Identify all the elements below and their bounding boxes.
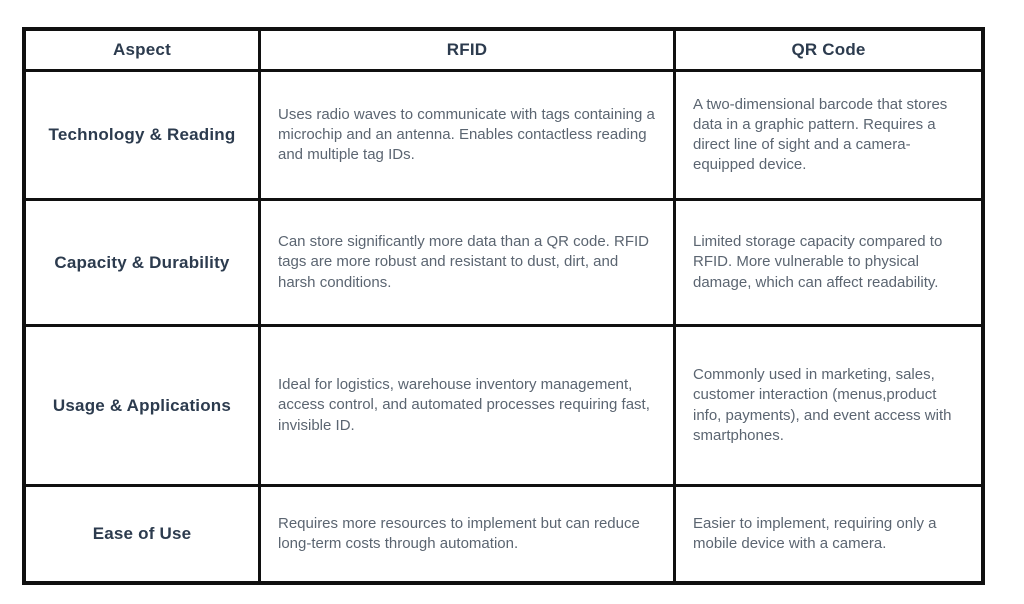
column-header-aspect: Aspect — [26, 31, 258, 69]
cell-qr-usage-applications: Commonly used in marketing, sales, custo… — [676, 327, 981, 484]
cell-qr-capacity-durability: Limited storage capacity compared to RFI… — [676, 201, 981, 324]
cell-qr-technology-reading: A two-dimensional barcode that stores da… — [676, 72, 981, 198]
row-label-capacity-durability: Capacity & Durability — [26, 201, 258, 324]
row-label-ease-of-use: Ease of Use — [26, 487, 258, 581]
rfid-vs-qr-table: Aspect RFID QR Code Technology & Reading… — [22, 27, 985, 585]
row-label-usage-applications: Usage & Applications — [26, 327, 258, 484]
cell-rfid-capacity-durability: Can store significantly more data than a… — [261, 201, 673, 324]
cell-qr-ease-of-use: Easier to implement, requiring only a mo… — [676, 487, 981, 581]
cell-rfid-ease-of-use: Requires more resources to implement but… — [261, 487, 673, 581]
column-header-rfid: RFID — [261, 31, 673, 69]
row-label-technology-reading: Technology & Reading — [26, 72, 258, 198]
column-header-qr-code: QR Code — [676, 31, 981, 69]
cell-rfid-technology-reading: Uses radio waves to communicate with tag… — [261, 72, 673, 198]
cell-rfid-usage-applications: Ideal for logistics, warehouse inventory… — [261, 327, 673, 484]
